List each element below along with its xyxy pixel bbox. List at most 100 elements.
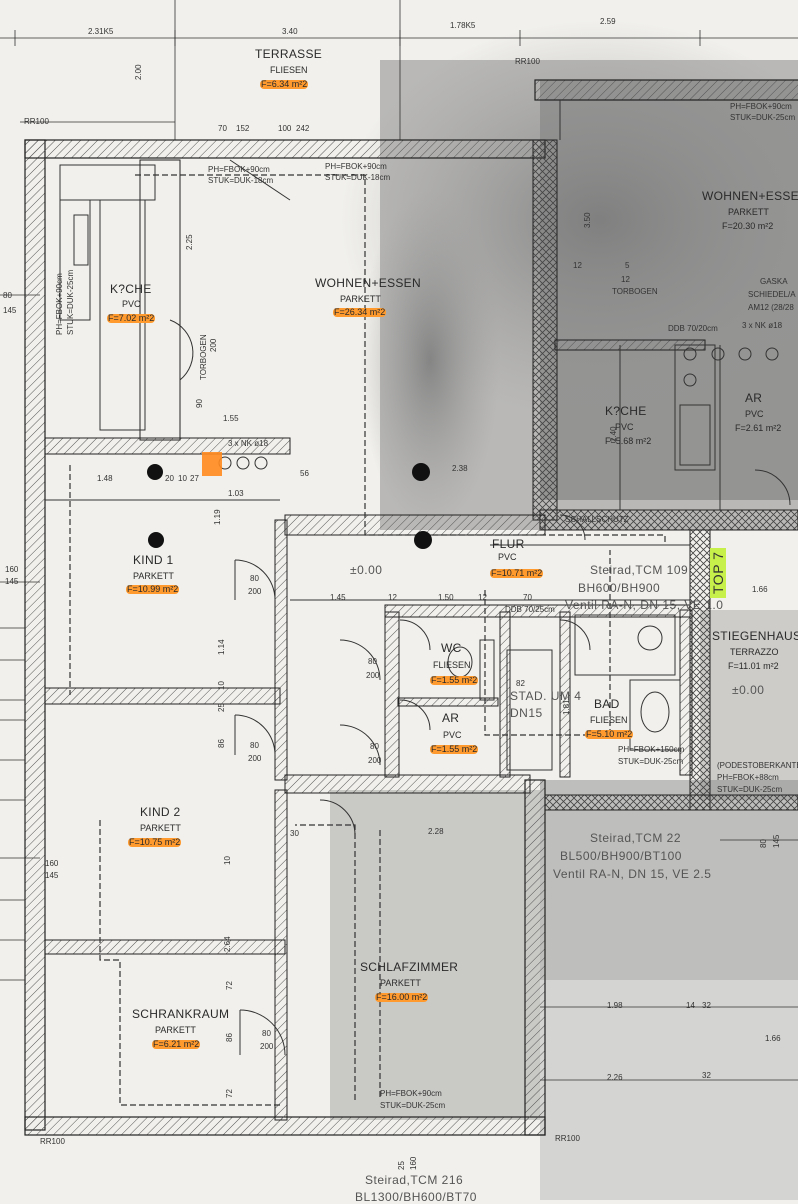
- dimension-label: 2.38: [452, 464, 468, 473]
- room-name-flur: FLUR: [492, 537, 525, 551]
- note-text: SCHIEDEL/A: [748, 290, 796, 299]
- room-area-terrasse: F=6.34 m²2: [260, 79, 309, 89]
- dimension-label: 200: [209, 338, 218, 352]
- dimension-label: 145: [772, 834, 781, 848]
- dimension-label: 80: [250, 574, 259, 583]
- room-area-wohnen-essen-2: F=20.30 m²2: [722, 221, 774, 231]
- dimension-label: 200: [366, 671, 380, 680]
- dimension-label: 12: [621, 275, 630, 284]
- room-material-wohnen-essen-2: PARKETT: [728, 207, 769, 217]
- heater-label: BL1300/BH600/BT70: [355, 1190, 477, 1204]
- note-text: PH=FBOK+90cm: [208, 165, 270, 174]
- dimension-label: 56: [300, 469, 309, 478]
- dimension-label: 32: [702, 1071, 711, 1080]
- room-name-schlafzimmer: SCHLAFZIMMER: [360, 960, 459, 974]
- room-material-kind-1: PARKETT: [133, 571, 174, 581]
- room-area-bad: F=5.10 m²2: [585, 729, 634, 739]
- dimension-label: 242: [296, 124, 310, 133]
- room-material-ar-2: PVC: [745, 409, 764, 419]
- dimension-label: 1.98: [607, 1001, 623, 1010]
- interior-walls: [44, 159, 706, 1121]
- room-name-wc: WC: [441, 641, 462, 655]
- dimension-label: 90: [195, 399, 204, 408]
- room-name-kueche-2: K?CHE: [605, 404, 647, 418]
- dimension-label: 30: [290, 829, 299, 838]
- room-name-stiegenhaus: STIEGENHAUS: [712, 629, 798, 643]
- note-text: DDB 70/25cm: [505, 605, 555, 614]
- dimension-label: 27: [190, 474, 199, 483]
- note-text: SCHALLSCHUTZ: [565, 515, 629, 524]
- dimension-label: 82: [516, 679, 525, 688]
- dimension-label: 25: [217, 703, 226, 712]
- heater-label: Steirad,TCM 109: [590, 563, 689, 577]
- photocopy-shading: [330, 20, 798, 1200]
- dimension-label: 1.66: [752, 585, 768, 594]
- dimension-label: 86: [225, 1033, 234, 1042]
- room-area-stiegenhaus: F=11.01 m²2: [728, 661, 779, 671]
- dimension-label: 80: [759, 839, 768, 848]
- room-material-kueche-2: PVC: [615, 422, 634, 432]
- room-material-stiegenhaus: TERRAZZO: [730, 647, 779, 657]
- note-text: TORBOGEN: [612, 287, 658, 296]
- heater-label: Steirad,TCM 22: [590, 831, 682, 845]
- room-area-ar: F=1.55 m²2: [430, 744, 479, 754]
- dimension-label: 25: [397, 1161, 406, 1170]
- note-text: PH=FBOK+90cm: [55, 273, 64, 335]
- room-area-kueche-2: F=5.68 m²2: [605, 436, 652, 446]
- dimension-label: 80: [262, 1029, 271, 1038]
- note-text: 3 x NK ø18: [742, 321, 783, 330]
- note-text: STUK=DUK-18cm: [208, 176, 274, 185]
- interior-lines: [45, 100, 721, 771]
- room-name-wohnen-essen: WOHNEN+ESSEN: [315, 276, 421, 290]
- dimension-label: 2.59: [600, 17, 616, 26]
- dimension-label: 1.50: [438, 593, 454, 602]
- bathtub-sink: [640, 691, 670, 733]
- heater-label: Ventil RA-N, DN 15, VE 1.0: [565, 598, 724, 612]
- dimension-label: 200: [368, 756, 382, 765]
- dimension-label: 70: [523, 593, 532, 602]
- dimension-label: 80: [368, 657, 377, 666]
- note-text: AM12 (28/28: [748, 303, 794, 312]
- room-name-kind-1: KIND 1: [133, 553, 174, 567]
- top-7-marker: TOP 7: [710, 547, 726, 598]
- dimension-label: 10: [178, 474, 187, 483]
- room-name-wohnen-essen-2: WOHNEN+ESSEN: [702, 189, 798, 203]
- dimension-label: 1.66: [765, 1034, 781, 1043]
- level-mark: RR100: [24, 117, 49, 126]
- dimension-label: 1.81: [562, 699, 571, 715]
- note-text: GASKA: [760, 277, 788, 286]
- dimension-label: 2.31K5: [88, 27, 114, 36]
- note-text: PH=FBOK+90cm: [325, 162, 387, 171]
- dimension-label: 1.14: [217, 639, 226, 655]
- level-mark: ±0.00: [350, 563, 383, 577]
- note-text: PH=FBOK+88cm: [717, 773, 779, 782]
- door-swings: [169, 159, 791, 1056]
- room-area-wohnen-essen: F=26.34 m²2: [333, 307, 387, 317]
- top-dimension-lines: [0, 0, 798, 1081]
- room-area-ar-2: F=2.61 m²2: [735, 423, 782, 433]
- dimension-label: 72: [225, 981, 234, 990]
- dimension-label: 2.28: [428, 827, 444, 836]
- level-mark: RR100: [515, 57, 540, 66]
- dimension-label: 2.64: [223, 936, 232, 952]
- dimension-label: 5: [625, 261, 630, 270]
- room-material-terrasse: FLIESEN: [270, 65, 308, 75]
- dimension-label: 100: [278, 124, 292, 133]
- dimension-label: 14: [686, 1001, 695, 1010]
- heater-label: Ventil RA-N, DN 15, VE 2.5: [553, 867, 712, 881]
- dimension-label: 2.00: [134, 64, 143, 80]
- note-text: PH=FBOK+90cm: [380, 1089, 442, 1098]
- dimension-label: 200: [248, 587, 262, 596]
- dimension-label: 200: [260, 1042, 274, 1051]
- note-text: STUK=DUK-18cm: [325, 173, 391, 182]
- dimension-label: 3.40: [282, 27, 298, 36]
- dimension-label: 10: [217, 681, 226, 690]
- note-text: STUK=DUK-25cm: [66, 269, 75, 335]
- note-text: 3 x NK ø18: [228, 439, 269, 448]
- room-material-wc: FLIESEN: [433, 660, 471, 670]
- dimension-label: 160: [5, 565, 19, 574]
- dimension-label: 1.45: [330, 593, 346, 602]
- room-area-wc: F=1.55 m²2: [430, 675, 479, 685]
